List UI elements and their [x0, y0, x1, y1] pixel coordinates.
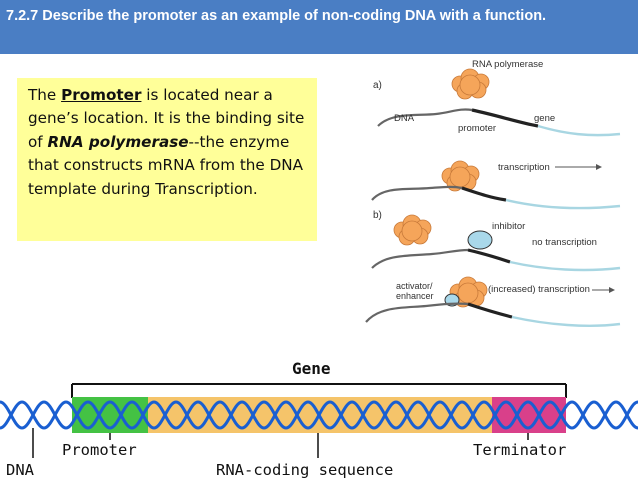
inhibitor-label: inhibitor	[492, 221, 525, 232]
gene-strand-4	[511, 315, 621, 327]
enhancer-label: enhancer	[396, 291, 434, 301]
dna-strand-4	[365, 302, 469, 323]
dna-label-a: DNA	[394, 113, 415, 124]
no-transcription-label: no transcription	[532, 237, 597, 248]
inhibitor-blob	[467, 230, 493, 250]
note-rest: --the enzyme that constructs mRNA from t…	[28, 132, 304, 198]
rna-coding-label: RNA-coding sequence	[216, 461, 393, 479]
slide-title: 7.2.7 Describe the promoter as an exampl…	[6, 8, 547, 24]
gene-label-a: gene	[534, 113, 555, 124]
promoter-segment-2	[461, 186, 507, 202]
dna-strand-3	[371, 248, 469, 269]
dna-helix	[0, 400, 638, 430]
promoter-segment-3	[467, 248, 511, 264]
rna-polymerase-blob-b	[393, 214, 432, 246]
slide-header: 7.2.7 Describe the promoter as an exampl…	[0, 0, 638, 54]
note-promoter-term: Promoter	[61, 86, 142, 104]
gene-strand-3	[509, 260, 621, 272]
definition-box: The Promoter is located near a gene’s lo…	[17, 78, 317, 241]
transcription-label-a: transcription	[498, 162, 550, 173]
rna-polymerase-blob-a	[451, 68, 490, 100]
dna-strand-1	[377, 108, 473, 127]
gene-label: Gene	[292, 359, 331, 378]
gene-strand-1	[537, 124, 621, 137]
label-a: a)	[373, 80, 382, 91]
dna-strand-2	[371, 185, 463, 201]
increased-arrowhead	[609, 287, 615, 293]
dna-label: DNA	[6, 461, 35, 479]
activator-label: activator/	[396, 281, 433, 291]
promoter-label-a: promoter	[458, 123, 496, 134]
label-b: b)	[373, 210, 382, 221]
rna-polymerase-label: RNA polymerase	[472, 59, 543, 70]
note-middle: is located near a gene’s location. It is…	[28, 86, 305, 151]
promoter-segment-1	[471, 108, 539, 128]
promoter-segment-4	[467, 302, 513, 319]
promoter-label: Promoter	[62, 441, 137, 459]
gene-strand-2	[505, 198, 621, 210]
note-intro: The	[28, 86, 62, 104]
increased-transcription-label: (increased) transcription	[488, 284, 590, 295]
terminator-label: Terminator	[473, 441, 566, 459]
transcription-arrowhead-a	[596, 164, 602, 170]
note-rna-polymerase-term: RNA polymerase	[47, 132, 189, 151]
